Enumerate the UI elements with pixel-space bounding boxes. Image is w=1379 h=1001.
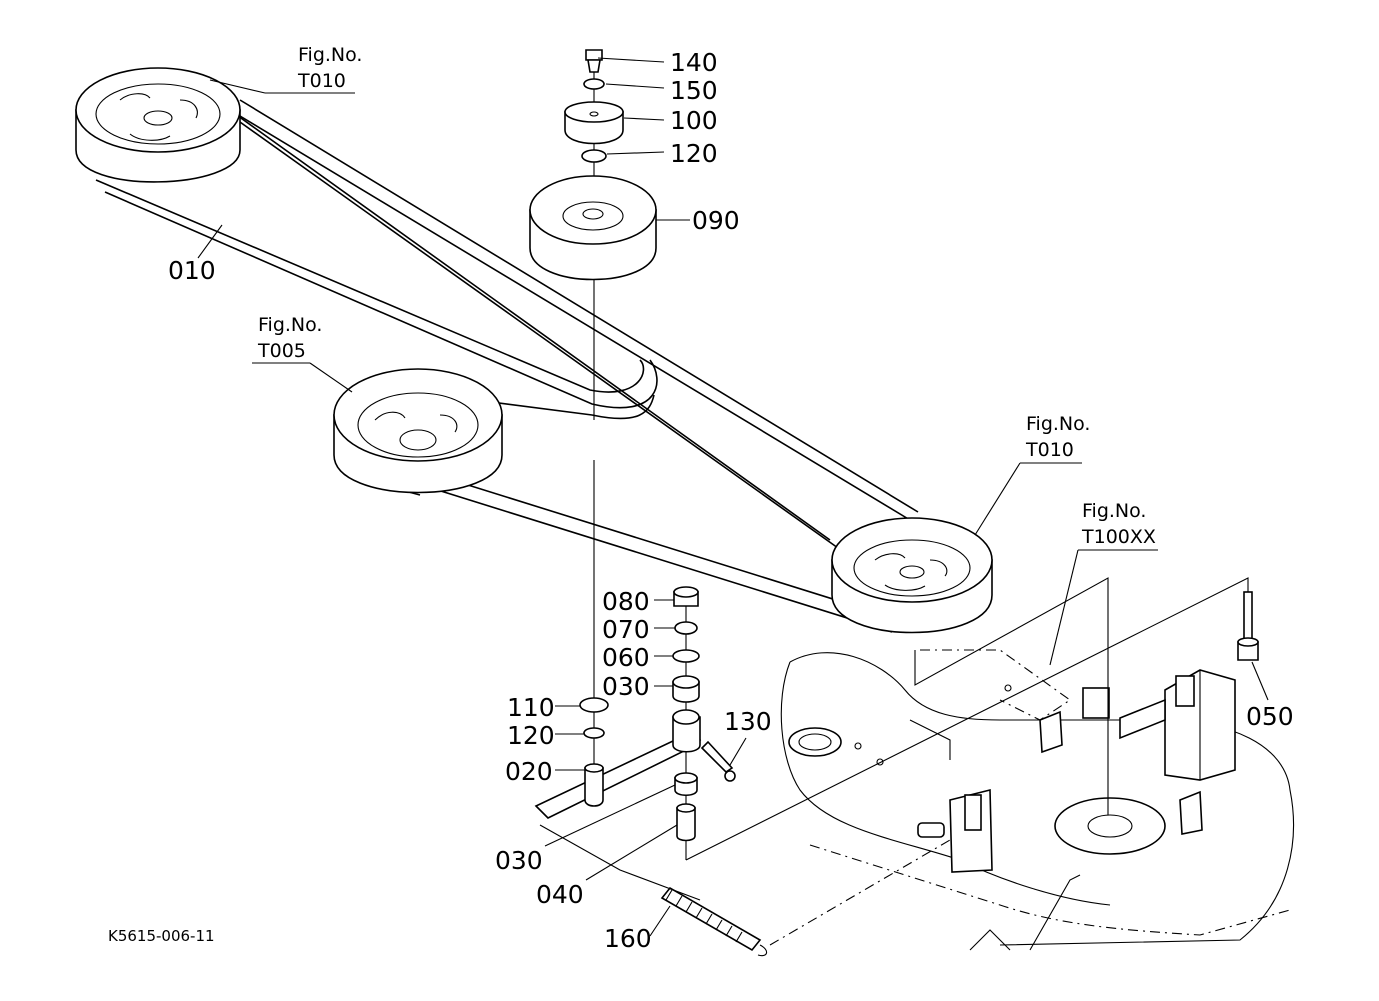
figure-references: Fig.No. T010 Fig.No. T005 Fig.No. T010 F… [257, 44, 1156, 548]
tension-arm-stack [534, 586, 1259, 860]
ref-top-left-prefix: Fig.No. [298, 44, 362, 66]
label-160: 160 [604, 924, 652, 953]
ref-middle-left-prefix: Fig.No. [258, 314, 322, 336]
pulley-top-left [75, 67, 241, 183]
label-030-upper: 030 [602, 672, 650, 701]
ref-deck-code: T100XX [1081, 526, 1156, 548]
label-070: 070 [602, 615, 650, 644]
ref-middle-left-code: T005 [257, 340, 306, 362]
drawing-code: K5615-006-11 [108, 927, 215, 945]
label-140: 140 [670, 48, 718, 77]
label-080: 080 [602, 587, 650, 616]
label-010: 010 [168, 256, 216, 285]
label-050: 050 [1246, 702, 1294, 731]
part-labels: 140 150 100 120 090 010 080 070 060 030 … [168, 48, 1294, 953]
idler-stack [529, 49, 657, 690]
label-030-lower: 030 [495, 846, 543, 875]
label-120-lower: 120 [507, 721, 555, 750]
ref-right-prefix: Fig.No. [1026, 413, 1090, 435]
leader-lines [197, 57, 1269, 937]
mower-deck [780, 649, 1295, 951]
ref-deck-prefix: Fig.No. [1082, 500, 1146, 522]
label-040: 040 [536, 880, 584, 909]
ref-top-left-code: T010 [297, 70, 346, 92]
label-090: 090 [692, 206, 740, 235]
pulley-right [831, 517, 993, 634]
ref-right-code: T010 [1025, 439, 1074, 461]
pulley-middle-left [333, 368, 503, 494]
label-150: 150 [670, 76, 718, 105]
label-060: 060 [602, 643, 650, 672]
spring-160 [660, 886, 768, 957]
label-100: 100 [670, 106, 718, 135]
label-130: 130 [724, 707, 772, 736]
label-020: 020 [505, 757, 553, 786]
assembly-lines [539, 577, 1249, 946]
label-110: 110 [507, 693, 555, 722]
label-120-top: 120 [670, 139, 718, 168]
